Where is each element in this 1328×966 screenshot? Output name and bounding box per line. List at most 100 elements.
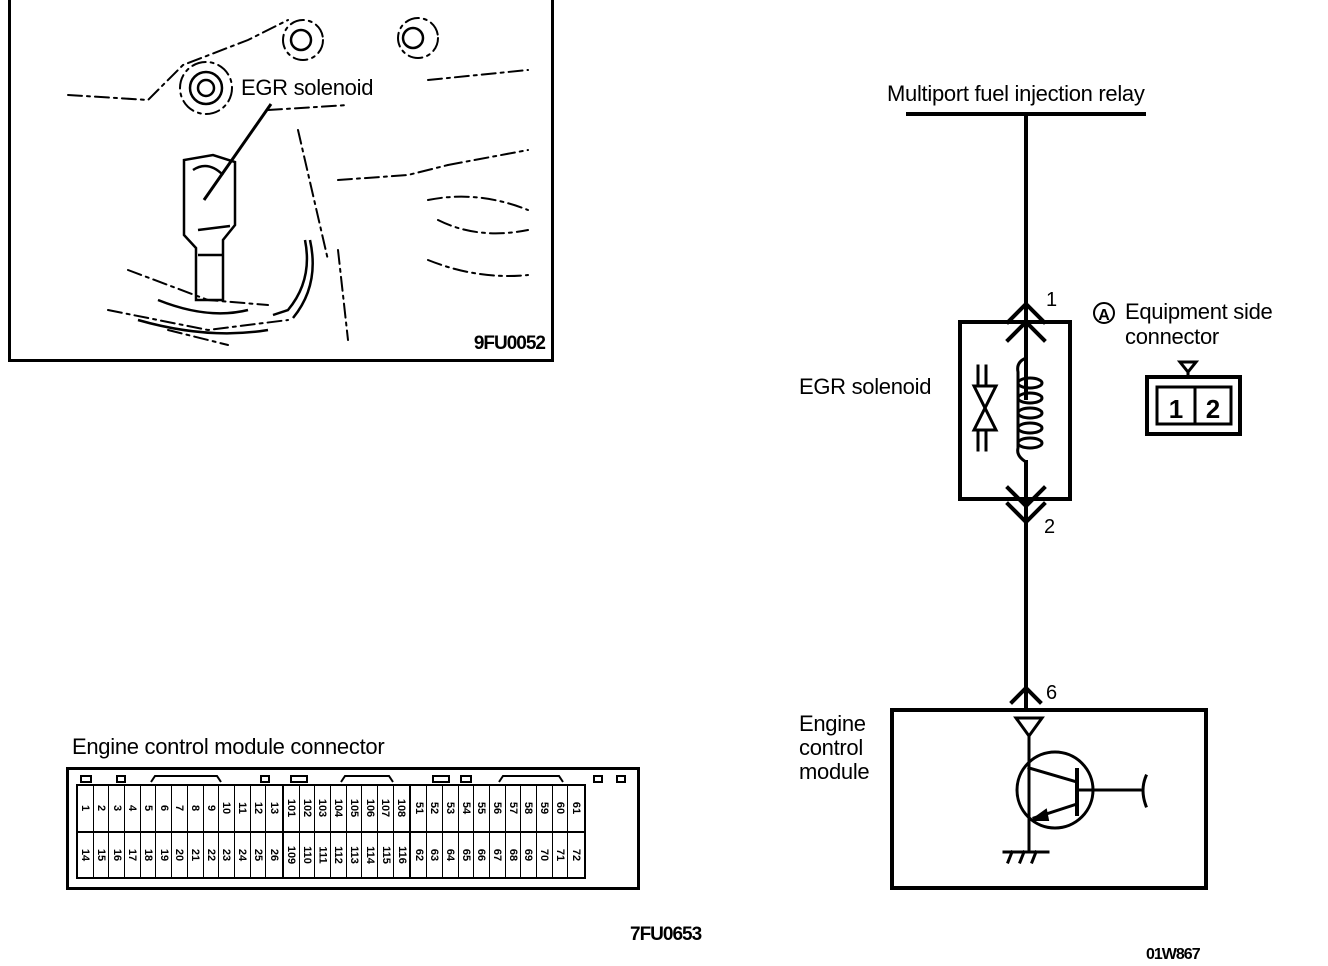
connector-pin: 115	[378, 832, 394, 877]
connector-pin: 23	[219, 832, 235, 877]
connector-pin: 4	[125, 786, 141, 831]
connector-pin: 6	[156, 786, 173, 831]
connector-marker-letter: A	[1098, 307, 1110, 324]
ecm-label-line3: module	[799, 759, 870, 784]
connector-pin: 105	[347, 786, 363, 831]
equipment-connector-label-line1: Equipment side	[1125, 299, 1273, 324]
connector-pin: 56	[490, 786, 506, 831]
connector-pin: 65	[459, 832, 475, 877]
ecm-label-line1: Engine	[799, 711, 866, 736]
connector-pin: 69	[521, 832, 537, 877]
connector-pin: 68	[506, 832, 522, 877]
connector-figure-code: 7FU0653	[630, 924, 702, 945]
ecm-terminal-triangle	[1013, 716, 1045, 739]
solenoid-box	[958, 320, 1072, 501]
connector-pin: 16	[109, 832, 126, 877]
connector-pin: 14	[78, 832, 94, 877]
connector-pin: 114	[362, 832, 379, 877]
valve-symbol	[971, 364, 999, 452]
connector-pin: 21	[188, 832, 204, 877]
ecm-label-line2: control	[799, 735, 863, 760]
connector-pin: 60	[553, 786, 569, 831]
connector-pin: 7	[172, 786, 188, 831]
connector-pin: 10	[219, 786, 235, 831]
pin2-connector-mark	[1005, 485, 1047, 509]
connector-pin: 67	[490, 832, 506, 877]
connector-pin-2: 2	[1206, 394, 1220, 424]
connector-pin: 103	[315, 786, 331, 831]
connector-pin: 55	[474, 786, 490, 831]
connector-pin: 17	[125, 832, 141, 877]
connector-pin: 104	[331, 786, 347, 831]
circuit-figure-code: 01W867	[1146, 946, 1201, 963]
connector-pin: 5	[141, 786, 157, 831]
connector-pin: 112	[331, 832, 347, 877]
connector-pin: 64	[443, 832, 459, 877]
connector-pin: 53	[443, 786, 459, 831]
connector-pin: 20	[172, 832, 188, 877]
callout-leader-line	[202, 103, 273, 201]
connector-pin: 1	[78, 786, 94, 831]
connector-pin: 24	[235, 832, 251, 877]
egr-solenoid-callout: EGR solenoid	[241, 75, 374, 100]
egr-solenoid-location-illustration: EGR solenoid 9FU0052	[8, 0, 554, 362]
connector-pin: 70	[537, 832, 553, 877]
equipment-connector-label-line2: connector	[1125, 324, 1219, 349]
connector-pin: 101	[284, 786, 300, 831]
pin1-connector-mark	[1005, 301, 1047, 325]
coil-windings	[1016, 376, 1044, 450]
connector-pin: 109	[284, 832, 300, 877]
engine-bay-line-drawing	[67, 17, 529, 346]
connector-pin: 63	[427, 832, 443, 877]
connector-pin: 19	[156, 832, 173, 877]
connector-pin: 9	[204, 786, 220, 831]
connector-pin: 12	[251, 786, 267, 831]
connector-pin: 71	[553, 832, 569, 877]
connector-latch-tabs	[80, 775, 626, 783]
equipment-connector-shell	[1145, 375, 1242, 436]
connector-pin: 22	[204, 832, 220, 877]
connector-pin: 62	[411, 832, 428, 877]
connector-pin: 15	[94, 832, 110, 877]
connector-pin: 2	[94, 786, 110, 831]
connector-pin: 11	[235, 786, 251, 831]
solenoid-pin-1-label: 1	[1046, 289, 1057, 311]
connector-pin: 3	[109, 786, 126, 831]
connector-pin: 59	[537, 786, 553, 831]
relay-label: Multiport fuel injection relay	[887, 81, 1145, 106]
connector-pin: 8	[188, 786, 204, 831]
ecm-pin-6-label: 6	[1046, 682, 1057, 704]
connector-pin: 18	[141, 832, 157, 877]
connector-pin: 66	[474, 832, 490, 877]
connector-pin: 111	[315, 832, 331, 877]
solenoid-label: EGR solenoid	[799, 374, 932, 399]
connector-pin: 113	[347, 832, 363, 877]
solenoid-coil	[1016, 348, 1029, 465]
photo-figure-code: 9FU0052	[473, 333, 546, 354]
connector-pin: 54	[459, 786, 475, 831]
solenoid-pin-2-label: 2	[1044, 516, 1055, 538]
connector-pin: 57	[506, 786, 522, 831]
ecm-connector-title: Engine control module connector	[72, 734, 385, 759]
connector-pin: 102	[300, 786, 316, 831]
connector-pin: 58	[521, 786, 537, 831]
connector-pin: 110	[300, 832, 316, 877]
connector-marker-circle	[1093, 302, 1115, 324]
connector-pin-1: 1	[1169, 394, 1183, 424]
connector-pin: 52	[427, 786, 443, 831]
connector-pin: 106	[362, 786, 379, 831]
pin6-connector-mark	[1009, 685, 1043, 705]
connector-pin: 107	[378, 786, 394, 831]
connector-pin: 25	[251, 832, 267, 877]
